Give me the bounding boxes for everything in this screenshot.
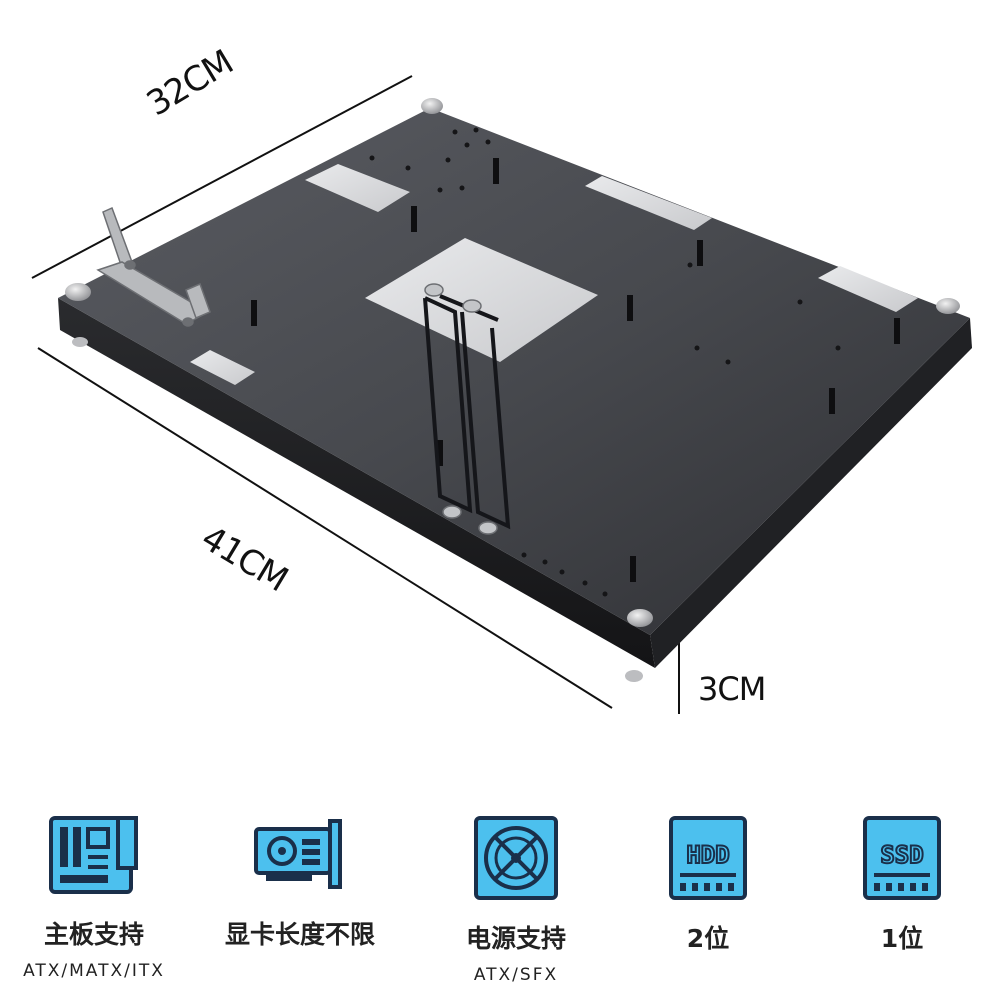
rear-slot-right bbox=[585, 176, 712, 230]
plate-front-edge bbox=[58, 298, 655, 668]
graphics-card-icon bbox=[254, 819, 342, 889]
front-left-slot bbox=[190, 350, 255, 385]
plate-top bbox=[58, 108, 970, 635]
rear-cutout-left bbox=[305, 164, 410, 212]
feature-ssd-slots: SSD 1位 bbox=[812, 815, 992, 955]
bracket-screws bbox=[424, 283, 498, 535]
hdd-icon: HDD bbox=[669, 816, 747, 900]
open-frame-test-bench-image bbox=[31, 75, 972, 714]
right-slot bbox=[818, 266, 918, 312]
feature-title: 2位 bbox=[686, 924, 730, 953]
ssd-icon: SSD bbox=[863, 816, 941, 900]
feature-motherboard-support: 主板支持 ATX/MATX/ITX bbox=[4, 815, 184, 981]
plate-right-edge bbox=[650, 318, 972, 668]
feature-hdd-slots: HDD 2位 bbox=[618, 815, 798, 955]
feature-gpu-length: 显卡长度不限 bbox=[210, 815, 390, 951]
feature-title: 主板支持 bbox=[43, 920, 144, 949]
rubber-feet bbox=[65, 98, 960, 682]
feature-title: 电源支持 bbox=[465, 924, 566, 953]
width-dimension-line bbox=[31, 75, 413, 279]
ssd-badge-text: SSD bbox=[880, 841, 923, 869]
power-supply-icon bbox=[474, 816, 558, 900]
feature-title: 1位 bbox=[880, 924, 924, 953]
center-cutout bbox=[365, 238, 598, 362]
feature-subtitle: ATX/MATX/ITX bbox=[23, 961, 165, 981]
hdd-badge-text: HDD bbox=[686, 841, 729, 869]
length-dimension-line bbox=[37, 347, 613, 709]
feature-subtitle: ATX/SFX bbox=[473, 965, 559, 985]
height-dimension-label: 3CM bbox=[698, 670, 766, 708]
feature-psu-support: 电源支持 ATX/SFX bbox=[426, 815, 606, 985]
drive-bracket bbox=[96, 206, 211, 327]
motherboard-icon bbox=[49, 816, 138, 894]
feature-title: 显卡长度不限 bbox=[224, 920, 375, 949]
standoffs bbox=[251, 158, 900, 582]
